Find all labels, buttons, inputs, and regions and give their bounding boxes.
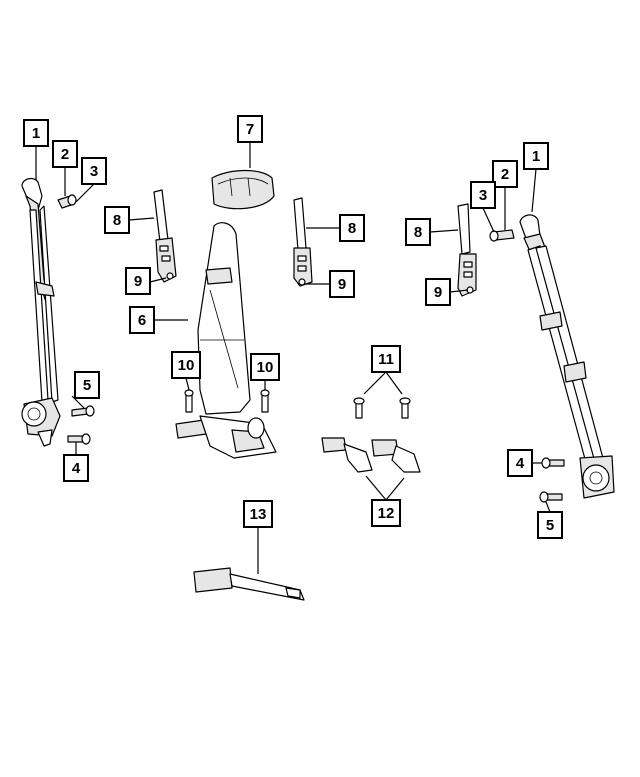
center-right-pin [260, 389, 270, 413]
callout-5-right: 5 [537, 511, 563, 539]
svg-text:4: 4 [516, 455, 525, 472]
callout-4-right: 4 [507, 449, 533, 477]
callout-12: 12 [371, 499, 401, 527]
callout-7: 7 [237, 115, 263, 143]
middle-upper-anchor-strap [293, 197, 313, 287]
callout-1-left: 1 [23, 119, 49, 147]
left-bolt-4 [67, 433, 91, 445]
svg-text:13: 13 [250, 506, 267, 523]
callout-8-left: 8 [104, 206, 130, 234]
right-anchor-bolt [489, 229, 515, 242]
left-anchor-bolt [57, 194, 77, 209]
callout-2-left: 2 [52, 140, 78, 168]
svg-text:7: 7 [246, 121, 254, 138]
callout-2-right: 2 [492, 160, 518, 188]
svg-text:1: 1 [532, 148, 540, 165]
callout-3-right: 3 [470, 181, 496, 209]
svg-text:8: 8 [113, 212, 121, 229]
callout-10-left: 10 [171, 351, 201, 379]
left-upper-anchor-strap [153, 189, 177, 283]
head-restraint-bolster [211, 169, 275, 210]
callout-6: 6 [129, 306, 155, 334]
svg-text:3: 3 [479, 187, 487, 204]
callout-13: 13 [243, 500, 273, 528]
callout-3-left: 3 [81, 157, 107, 185]
callout-9-right: 9 [425, 278, 451, 306]
center-left-pin [184, 389, 194, 413]
svg-text:5: 5 [546, 517, 554, 534]
svg-text:8: 8 [348, 220, 356, 237]
center-buckle [193, 567, 305, 601]
center-seat-belt-assembly [175, 222, 277, 459]
svg-text:2: 2 [61, 146, 69, 163]
svg-text:1: 1 [32, 125, 40, 142]
callout-4-left: 4 [63, 454, 89, 482]
callout-1-right: 1 [523, 142, 549, 170]
callout-8-right: 8 [405, 218, 431, 246]
callout-8-middle: 8 [339, 214, 365, 242]
svg-text:6: 6 [138, 312, 146, 329]
svg-text:5: 5 [83, 377, 91, 394]
svg-text:9: 9 [338, 276, 346, 293]
svg-text:11: 11 [378, 351, 394, 368]
svg-text:2: 2 [501, 166, 509, 183]
right-upper-anchor-strap [457, 203, 477, 297]
svg-text:10: 10 [257, 359, 274, 376]
buckle-bolt-right [399, 397, 411, 419]
callout-5-left: 5 [74, 371, 100, 399]
buckle-right [371, 439, 421, 473]
right-seat-belt-retractor [519, 214, 615, 499]
buckle-left [321, 437, 373, 473]
right-bolt-5 [539, 491, 563, 503]
svg-text:8: 8 [414, 224, 422, 241]
svg-text:3: 3 [90, 163, 98, 180]
left-seat-belt-retractor [21, 177, 61, 447]
svg-text:12: 12 [378, 505, 395, 522]
callout-10-right: 10 [250, 353, 280, 381]
right-bolt-4 [541, 457, 565, 469]
leader-lines [35, 142, 551, 574]
callout-9-left: 9 [125, 267, 151, 295]
callout-11: 11 [371, 345, 401, 373]
left-bolt-5 [71, 405, 95, 417]
buckle-bolt-left [353, 397, 365, 419]
svg-text:9: 9 [434, 284, 442, 301]
svg-text:10: 10 [178, 357, 195, 374]
callout-9-middle: 9 [329, 270, 355, 298]
svg-text:4: 4 [72, 460, 81, 477]
svg-text:9: 9 [134, 273, 142, 290]
